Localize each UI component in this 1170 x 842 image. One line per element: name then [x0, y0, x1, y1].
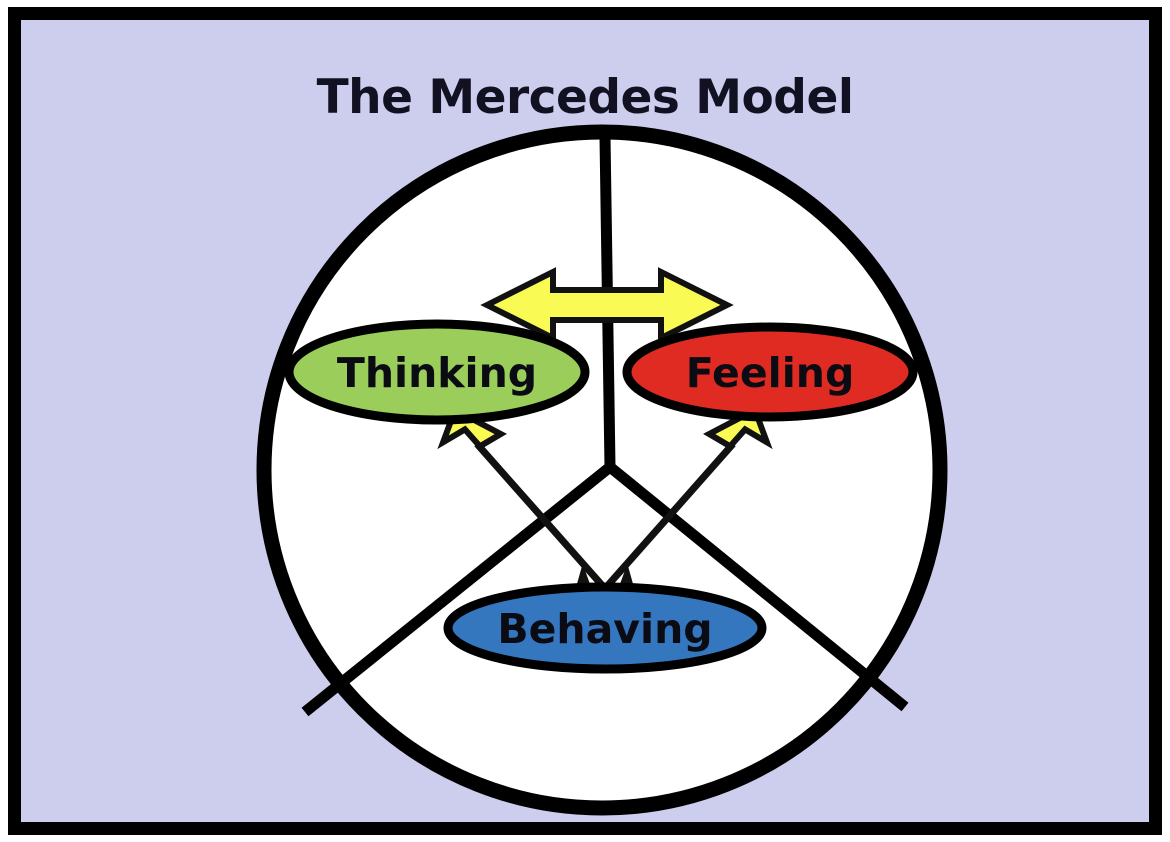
behaving-label: Behaving	[497, 605, 712, 653]
feeling-label: Feeling	[686, 349, 855, 397]
node-feeling[interactable]: Feeling	[622, 322, 918, 422]
page-title: The Mercedes Model	[317, 70, 854, 125]
thinking-label: Thinking	[337, 349, 537, 397]
node-behaving[interactable]: Behaving	[443, 582, 767, 674]
behaving-ellipse[interactable]	[443, 582, 767, 674]
feeling-ellipse[interactable]	[622, 322, 918, 422]
thinking-ellipse[interactable]	[284, 319, 590, 425]
arrow-thinking-feeling	[480, 267, 734, 343]
spoke-down-left	[301, 462, 614, 717]
node-thinking[interactable]: Thinking	[284, 319, 590, 425]
spoke-down-right	[606, 462, 909, 712]
